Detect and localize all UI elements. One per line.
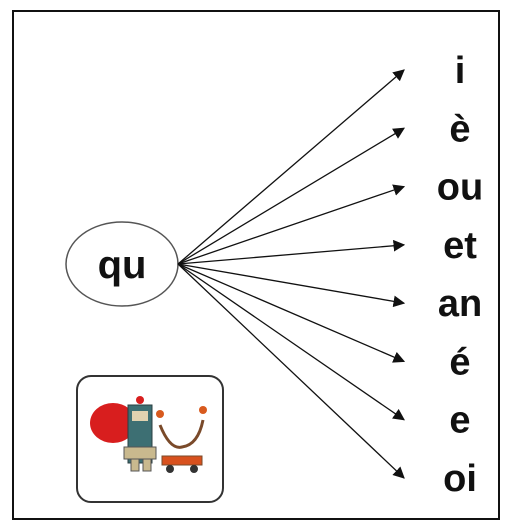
target-label-1: i bbox=[455, 50, 466, 92]
arrow-5 bbox=[177, 263, 406, 308]
robot-figure-icon bbox=[90, 396, 207, 473]
arrow-2 bbox=[177, 127, 406, 265]
picture-card bbox=[76, 375, 224, 503]
source-syllable: qu bbox=[98, 243, 147, 287]
target-label-7: e bbox=[449, 400, 470, 442]
arrow-group bbox=[177, 69, 406, 479]
arrow-8 bbox=[177, 263, 405, 479]
target-label-8: oi bbox=[443, 458, 477, 500]
target-label-2: è bbox=[449, 108, 470, 150]
arrow-7 bbox=[177, 263, 405, 421]
arrow-4 bbox=[177, 239, 406, 265]
arrow-1 bbox=[177, 69, 405, 265]
target-label-3: ou bbox=[437, 167, 483, 209]
target-label-4: et bbox=[443, 225, 477, 267]
arrow-3 bbox=[177, 184, 406, 265]
arrow-6 bbox=[177, 263, 406, 363]
target-label-5: an bbox=[438, 283, 482, 325]
target-label-group: iè ou et an ée oi bbox=[437, 50, 483, 500]
target-label-6: é bbox=[449, 341, 470, 383]
